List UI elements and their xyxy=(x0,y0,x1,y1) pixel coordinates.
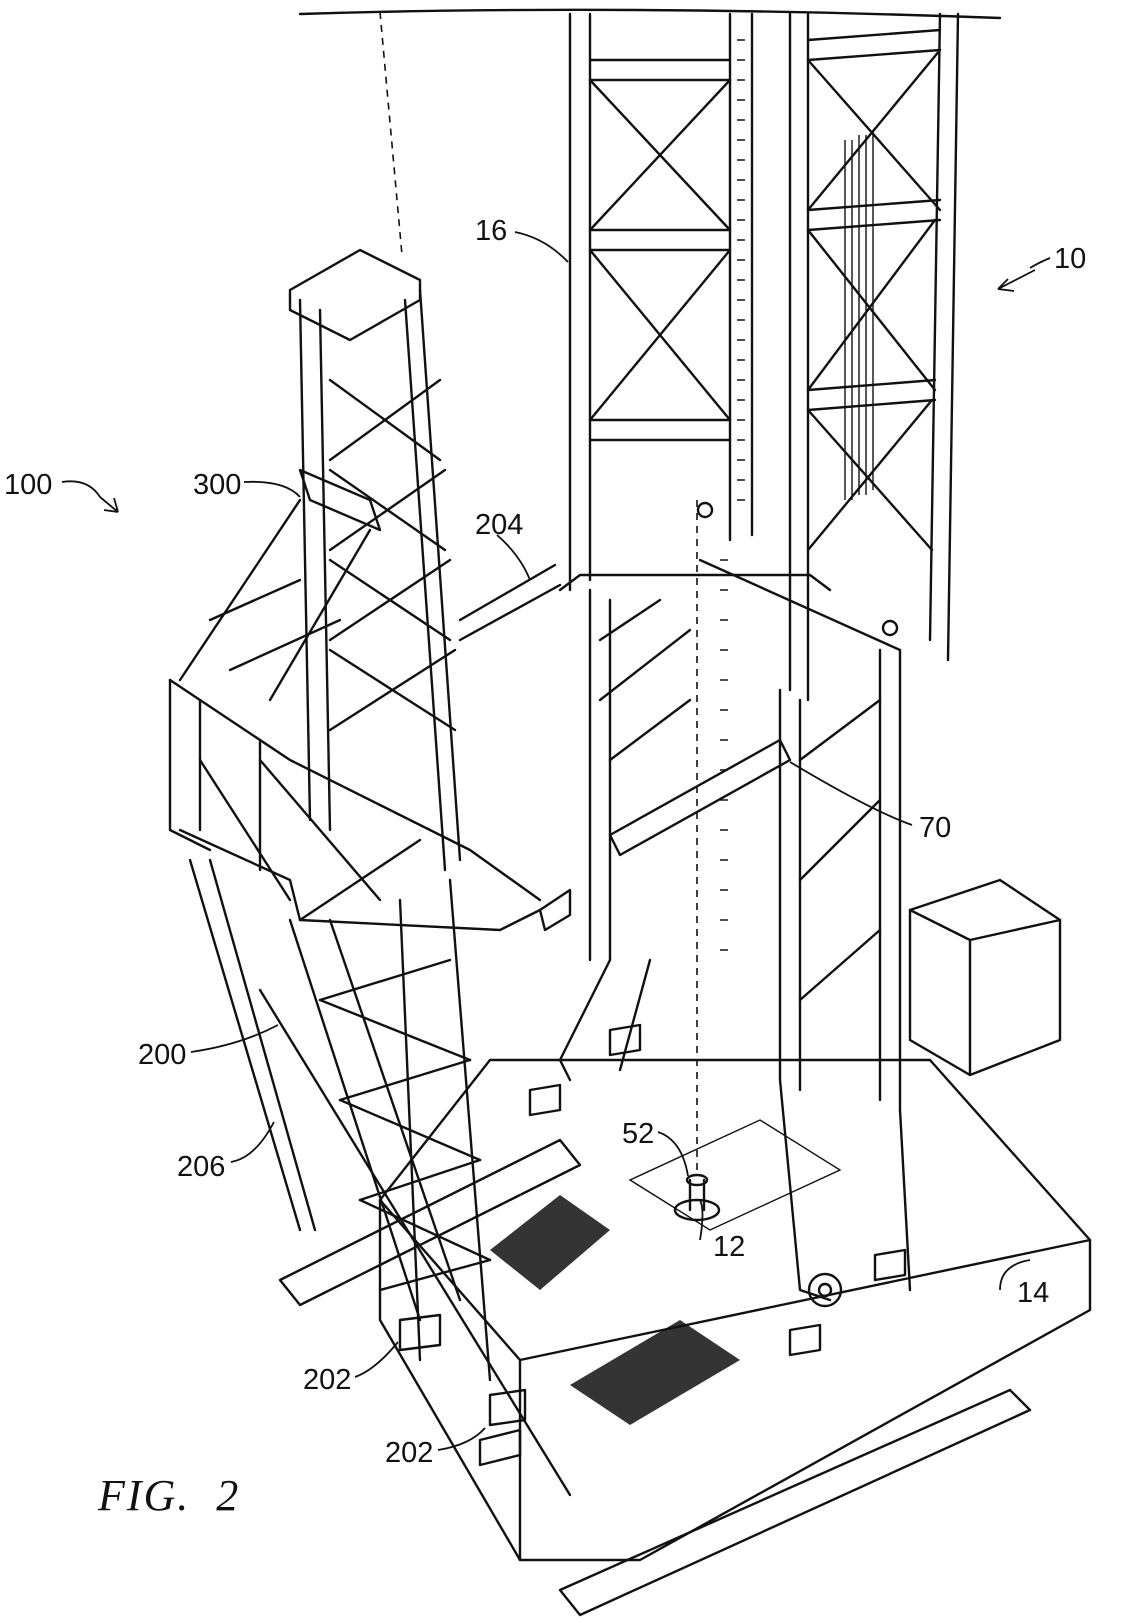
ref-label-202-lower: 202 xyxy=(385,1437,433,1469)
pipe-handler-assembly xyxy=(168,248,572,1497)
ref-label-14: 14 xyxy=(1017,1277,1049,1309)
floor-grating-upper xyxy=(490,1195,610,1290)
ref-label-202-upper: 202 xyxy=(303,1364,351,1396)
ref-label-16: 16 xyxy=(475,215,507,247)
ref-label-206: 206 xyxy=(177,1151,225,1183)
mast-structure xyxy=(298,8,1062,1308)
ref-label-70: 70 xyxy=(919,812,951,844)
drill-floor-platform xyxy=(278,1023,1092,1617)
floor-grating-lower xyxy=(570,1320,740,1425)
ref-label-10: 10 xyxy=(1054,243,1086,275)
centerline-left xyxy=(379,11,403,256)
gear-rack xyxy=(720,39,745,951)
ref-label-12: 12 xyxy=(713,1231,745,1263)
ref-label-52: 52 xyxy=(622,1118,654,1150)
leader-lines xyxy=(61,231,1051,1451)
ref-label-300: 300 xyxy=(193,469,241,501)
ref-label-200: 200 xyxy=(138,1039,186,1071)
ref-label-100: 100 xyxy=(4,469,52,501)
ref-label-204: 204 xyxy=(475,509,523,541)
figure-caption: FIG. 2 xyxy=(97,1471,240,1520)
